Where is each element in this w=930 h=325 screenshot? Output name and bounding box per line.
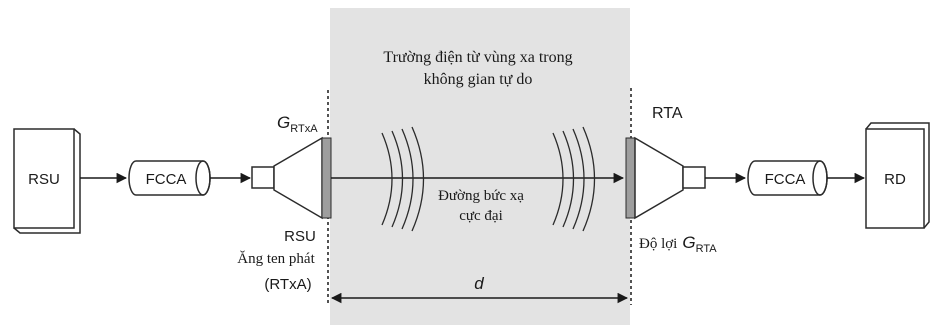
tx-antenna-name: RSU bbox=[284, 228, 316, 245]
rsu-block: RSU bbox=[13, 128, 81, 234]
distance-label: d bbox=[474, 274, 484, 293]
rd-label: RD bbox=[884, 171, 906, 188]
path-label-line2: cực đại bbox=[459, 208, 503, 224]
rsu-label: RSU bbox=[28, 171, 60, 188]
tx-antenna-abbrev: (RTxA) bbox=[264, 276, 311, 293]
tx-gain-subscript: RTxA bbox=[290, 123, 318, 135]
rx-gain-label: Độ lợi GRTA bbox=[639, 233, 717, 255]
fcca-left: FCCA bbox=[128, 160, 211, 196]
rx-antenna-name: RTA bbox=[652, 105, 683, 122]
rx-gain-subscript: RTA bbox=[696, 243, 718, 255]
rx-gain-symbol: G bbox=[682, 233, 695, 252]
far-field-zone bbox=[330, 8, 630, 325]
path-label-line1: Đường bức xạ bbox=[438, 188, 524, 204]
rx-gain-prefix: Độ lợi bbox=[639, 236, 677, 252]
tx-antenna bbox=[251, 136, 332, 220]
wavefront-right bbox=[552, 126, 596, 232]
fcca-right-label: FCCA bbox=[765, 171, 806, 188]
wavefront-left bbox=[381, 126, 425, 232]
tx-gain-symbol: G bbox=[277, 113, 290, 132]
rx-antenna bbox=[625, 136, 706, 220]
rd-block: RD bbox=[865, 122, 930, 229]
tx-gain-label: GRTxA bbox=[277, 113, 318, 135]
tx-antenna-caption: Ăng ten phát bbox=[237, 250, 315, 267]
rx-antenna-aperture bbox=[625, 137, 636, 219]
tx-antenna-aperture bbox=[321, 137, 332, 219]
fcca-left-label: FCCA bbox=[146, 171, 187, 188]
fcca-right: FCCA bbox=[747, 160, 828, 196]
zone-title-line2: không gian tự do bbox=[424, 71, 533, 88]
zone-title-line1: Trường điện từ vùng xa trong bbox=[383, 49, 572, 66]
